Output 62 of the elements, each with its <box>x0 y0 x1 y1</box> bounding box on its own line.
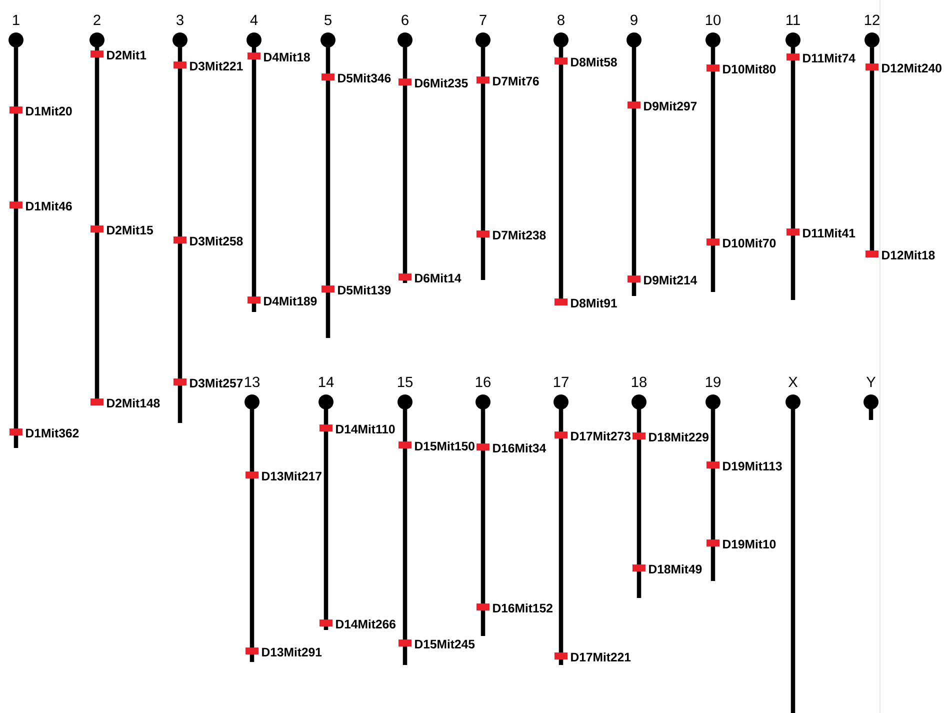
node-label: 17 <box>554 376 568 387</box>
marker-label: D13Mit217 <box>262 471 322 480</box>
marker-label: D2Mit15 <box>107 225 153 234</box>
marker-label: D5Mit346 <box>338 73 391 82</box>
marker-label: D9Mit214 <box>644 275 698 284</box>
marker-label: D10Mit70 <box>723 238 776 248</box>
marker-label: D9Mit297 <box>644 101 697 110</box>
node-label: 15 <box>398 376 413 388</box>
marker-label: D4Mit18 <box>264 52 310 62</box>
node-label: 19 <box>706 376 720 388</box>
node-label: 1 <box>13 14 20 25</box>
node-label: 13 <box>244 376 260 388</box>
marker-label: D3Mit258 <box>190 236 243 246</box>
node-label: 16 <box>476 376 491 388</box>
node-label: 14 <box>318 376 334 387</box>
node-label: 18 <box>632 376 647 388</box>
marker-label: D6Mit235 <box>415 78 468 88</box>
marker-label: D14Mit266 <box>336 619 396 628</box>
marker-label: D7Mit238 <box>493 230 546 240</box>
marker-label: D17Mit273 <box>571 431 630 440</box>
marker-label: D3Mit257 <box>190 378 243 388</box>
marker-label: D7Mit76 <box>493 76 539 86</box>
marker-label: D8Mit58 <box>571 57 617 66</box>
marker-label: D4Mit189 <box>264 296 317 306</box>
marker-label: D11Mit41 <box>803 228 856 238</box>
marker-label: D18Mit229 <box>649 432 708 442</box>
marker-label: D1Mit362 <box>26 428 79 438</box>
node-label: X <box>788 376 798 387</box>
marker-label: D5Mit139 <box>338 285 391 294</box>
marker-label: D6Mit14 <box>415 273 462 282</box>
marker-label: D8Mit91 <box>571 298 617 308</box>
marker-label: D12Mit240 <box>882 63 942 72</box>
node-label: 10 <box>706 14 721 26</box>
node-label: 11 <box>786 14 800 25</box>
node-label: 7 <box>480 14 486 25</box>
node-label: 3 <box>176 14 184 26</box>
marker-label: D19Mit10 <box>723 539 776 548</box>
marker-label: D19Mit113 <box>723 461 782 470</box>
node-label: 6 <box>402 14 408 26</box>
marker-label: D10Mit80 <box>723 64 776 74</box>
marker-label: D1Mit46 <box>26 201 72 210</box>
node-label: 12 <box>864 14 880 25</box>
marker-label: D15Mit245 <box>415 639 475 648</box>
marker-label: D15Mit150 <box>415 441 474 450</box>
node-label: Y <box>866 376 876 387</box>
marker-label: D17Mit221 <box>571 652 631 662</box>
marker-label: D13Mit291 <box>262 647 322 656</box>
marker-label: D16Mit34 <box>493 443 546 452</box>
marker-label: D14Mit110 <box>336 424 395 434</box>
marker-label: D1Mit20 <box>26 106 72 116</box>
marker-label: D2Mit1 <box>107 50 146 60</box>
marker-label: D11Mit74 <box>803 54 856 62</box>
marker-label: D18Mit49 <box>649 564 702 574</box>
marker-label: D16Mit152 <box>493 603 552 612</box>
marker-label: D3Mit221 <box>190 61 243 70</box>
node-label: 2 <box>94 14 100 25</box>
marker-label: D12Mit18 <box>882 250 935 260</box>
node-label: 9 <box>630 14 638 26</box>
node-label: 8 <box>558 14 564 26</box>
node-label: 4 <box>250 14 258 25</box>
node-label: 5 <box>324 14 332 26</box>
marker-label: D2Mit148 <box>107 398 160 408</box>
